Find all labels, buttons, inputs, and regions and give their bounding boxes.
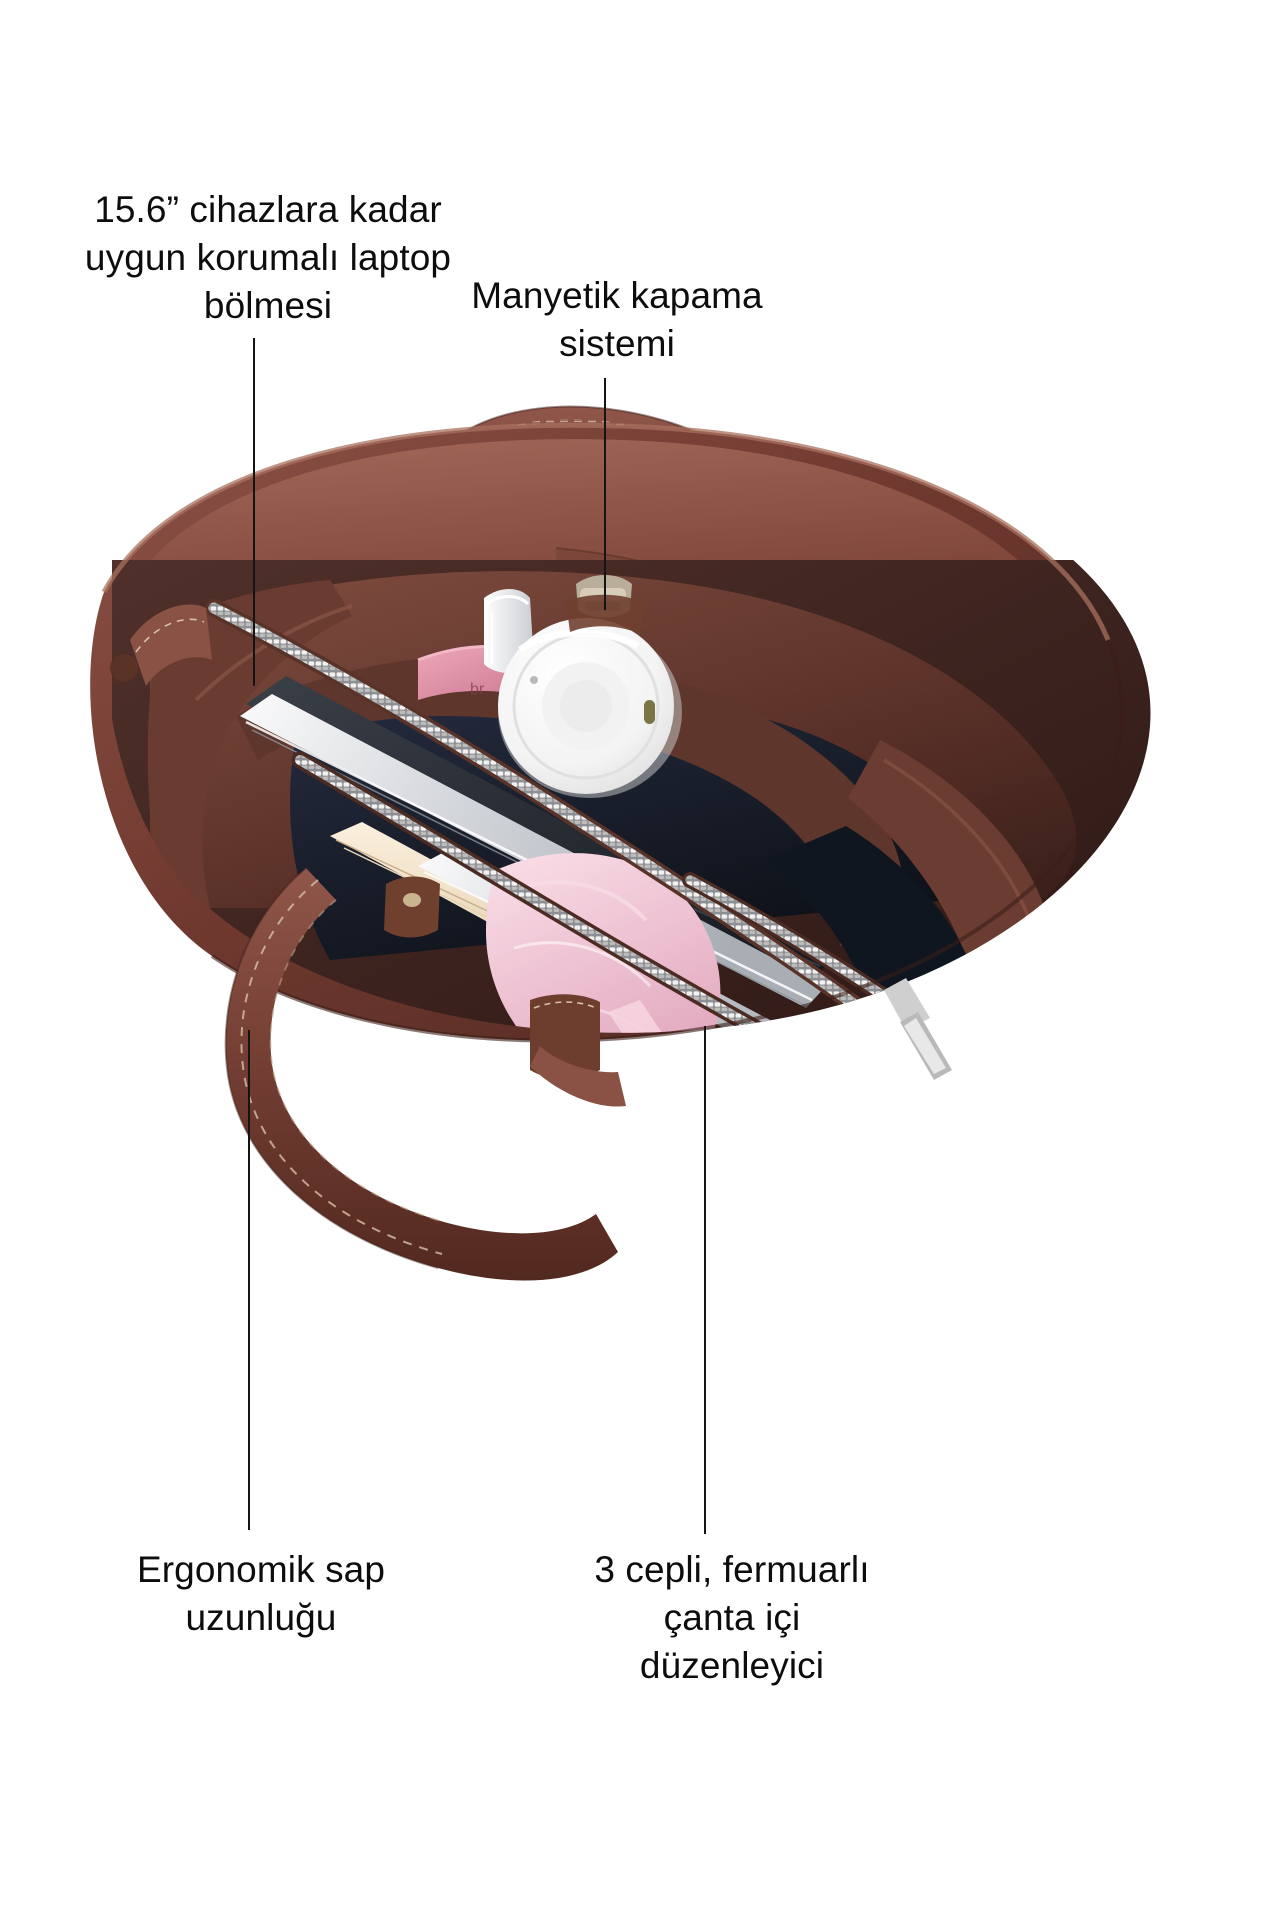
zipper-right-pocket xyxy=(682,872,892,1004)
callout-organizer: 3 cepli, fermuarlı çanta içi düzenleyici xyxy=(594,1549,870,1687)
callout-laptop-compartment: 15.6” cihazlara kadar uygun korumalı lap… xyxy=(84,189,452,327)
leader-line-handle-length xyxy=(248,1030,250,1530)
callout-magnetic-closure: Manyetik kapama sistemi xyxy=(471,275,763,365)
bag-rim-edge xyxy=(101,422,1125,1043)
leader-line-organizer xyxy=(704,1026,706,1534)
zipper-laptop-compartment xyxy=(205,599,871,1019)
handle-anchor-tab-right xyxy=(530,994,626,1107)
leader-line-laptop-compartment xyxy=(253,338,255,686)
reusable-coffee-cup xyxy=(498,618,682,798)
leader-line-magnetic-closure xyxy=(604,378,606,610)
zipper-main-organizer xyxy=(291,751,939,1033)
svg-text:br: br xyxy=(470,681,485,698)
callout-handle-length: Ergonomik sap uzunluğu xyxy=(136,1549,386,1639)
bag-handle-front xyxy=(224,867,618,1281)
handle-anchor-tab-left xyxy=(384,876,440,938)
side-strap-loop-left xyxy=(110,604,212,686)
zipper-pull[interactable] xyxy=(884,978,952,1080)
bag-interior: br xyxy=(112,560,1151,1033)
